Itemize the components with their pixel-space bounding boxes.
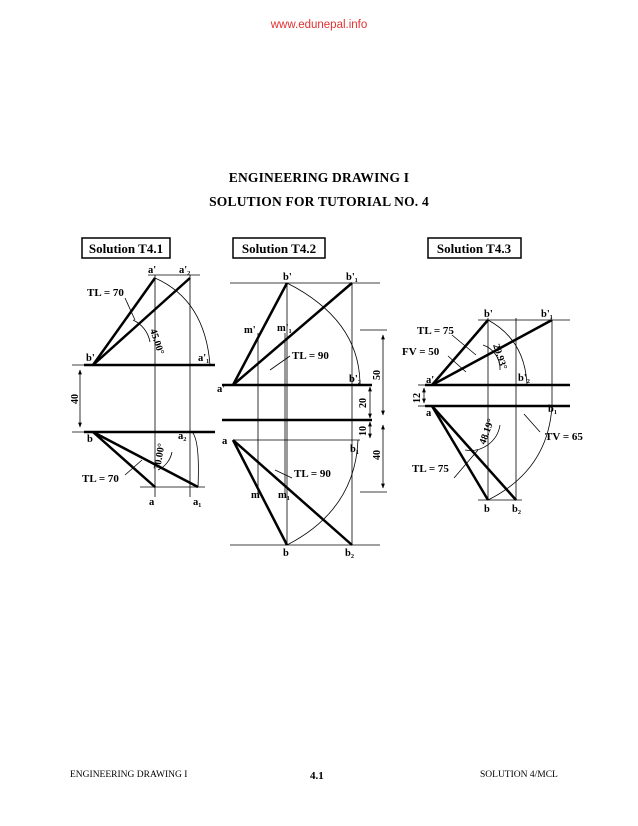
t42-label-b1: b₁: [350, 444, 359, 455]
t41-angle-bottom: 30.00°: [152, 443, 167, 471]
t41-dim-40: 40: [70, 394, 81, 404]
t43-label-b2: b₂: [512, 504, 521, 515]
t43-angle-bottom: 48.19°: [477, 417, 496, 446]
t41-label-a-prime: a': [148, 265, 156, 276]
t42-label-m1-prime: m'₁: [277, 323, 292, 334]
t43-label-b1-prime: b'₁: [541, 309, 553, 320]
t41-label-a1-prime: a'₁: [198, 353, 209, 364]
t42-label-a-prime: a': [217, 384, 225, 395]
solution-t43-frame: [427, 237, 522, 259]
solution-t43-heading: Solution T4.3: [437, 241, 512, 256]
t42-dim-20: 20: [358, 398, 369, 408]
watermark-url[interactable]: www.edunepal.info: [270, 19, 368, 31]
t42-label-b-prime: b': [283, 272, 292, 283]
t43-label-a: a: [426, 408, 432, 419]
solution-t43-lines: [418, 318, 570, 501]
t43-label-fv: FV = 50: [402, 346, 440, 358]
t43-label-tl-top: TL = 75: [417, 325, 454, 337]
t42-label-a: a: [222, 436, 228, 447]
t43-label-tv: TV = 65: [545, 431, 583, 443]
solution-t42-heading: Solution T4.2: [242, 241, 316, 256]
t41-label-b-prime: b': [86, 353, 95, 364]
t42-label-tl-bottom: TL = 90: [294, 468, 331, 480]
solution-t42: Solution T4.2 b' b': [217, 237, 387, 559]
t41-label-tl-bottom: TL = 70: [82, 473, 119, 485]
t42-label-b: b: [283, 548, 289, 559]
solution-t43: Solution T4.3 b' b': [402, 237, 583, 515]
t43-label-b: b: [484, 504, 490, 515]
solution-t42-lines: [222, 282, 387, 546]
t41-label-a: a: [149, 497, 155, 508]
t42-dim-40: 40: [372, 450, 383, 460]
t42-dim-10: 10: [358, 426, 369, 436]
solution-t41-lines: [72, 274, 215, 497]
footer-left: ENGINEERING DRAWING I: [70, 770, 188, 780]
t43-label-b-prime: b': [484, 309, 493, 320]
t41-label-a1: a₁: [193, 497, 201, 508]
t41-label-b: b: [87, 434, 93, 445]
solution-t41-heading: Solution T4.1: [89, 241, 163, 256]
t43-angle-top: 29.93°: [490, 343, 509, 372]
document-title: ENGINEERING DRAWING I: [228, 170, 410, 185]
solution-t41-frame: [81, 237, 171, 259]
t42-label-m1: m₁: [278, 490, 290, 501]
t42-label-b2: b₂: [345, 548, 354, 559]
footer-right: SOLUTION 4/MCL: [480, 770, 558, 780]
t43-label-a-prime: a': [426, 375, 434, 386]
t42-dim-50: 50: [372, 370, 383, 380]
t42-label-tl-top: TL = 90: [292, 350, 329, 362]
t43-label-b1: b₁: [548, 404, 557, 415]
t41-label-a2-prime: a'₂: [179, 265, 190, 276]
t43-label-tl-bottom: TL = 75: [412, 463, 449, 475]
solution-t42-frame: [232, 237, 326, 259]
t42-label-m: m: [251, 490, 260, 501]
t43-dim-12: 12: [412, 393, 423, 403]
t43-label-b2-prime: b'₂: [518, 373, 530, 384]
solution-t41: Solution T4.1 a' a'₂ TL = 70 45.00°: [70, 237, 215, 508]
document-subtitle: SOLUTION FOR TUTORIAL NO. 4: [209, 194, 429, 209]
footer-page-number: 4.1: [310, 770, 324, 782]
t42-label-b2-prime: b'₂: [349, 374, 361, 385]
t41-label-tl-top: TL = 70: [87, 287, 124, 299]
t42-label-m-prime: m': [244, 325, 256, 336]
t41-label-a2: a₂: [178, 431, 186, 442]
t42-label-b1-prime: b'₁: [346, 272, 358, 283]
